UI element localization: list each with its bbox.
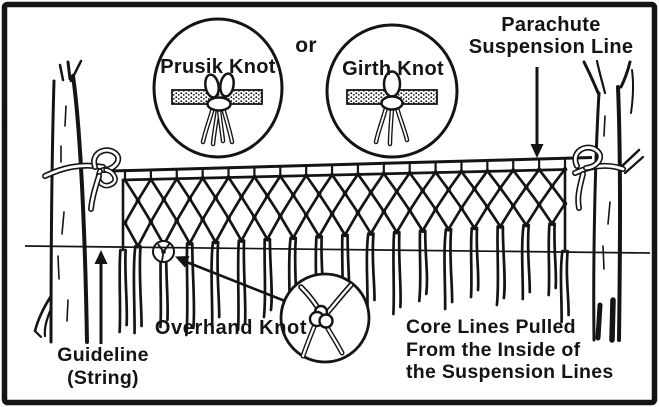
girth-knot-illustration — [373, 70, 410, 147]
girth-knot-inset — [325, 23, 459, 159]
core-lines-label-line3: the Suspension Lines — [406, 361, 614, 383]
guideline-label-line1: Guideline — [57, 344, 149, 366]
prusik-knot-inset — [152, 17, 284, 159]
prusik-knot-illustration — [200, 72, 235, 147]
net-mesh — [121, 157, 568, 253]
annotation-arrows — [94, 67, 544, 344]
core-lines-label-line1: Core Lines Pulled — [406, 316, 576, 338]
overhand-knot-illustration — [298, 282, 354, 359]
overhand-knot-marker — [152, 240, 175, 263]
overhand-knot-magnifier — [279, 272, 371, 364]
parachute-label-line2: Suspension Line — [468, 36, 634, 58]
girth-knot-label: Girth Knot — [342, 58, 444, 80]
overhand-knot-leader-arrow — [175, 256, 286, 303]
parachute-suspension-line — [111, 156, 593, 173]
guideline-arrow — [94, 250, 108, 344]
right-tree — [582, 59, 645, 343]
suspension-line-arrow — [530, 67, 544, 158]
overhand-knot-label: Overhand Knot — [154, 317, 308, 339]
core-lines-label-line2: From the Inside of — [406, 338, 581, 361]
or-label: or — [295, 34, 317, 57]
guideline-string-label: Guideline (String) — [57, 344, 149, 390]
guideline-string — [24, 245, 651, 254]
left-tree — [33, 59, 89, 344]
parachute-suspension-line-label: Parachute Suspension Line — [469, 14, 634, 58]
tie-ropes — [42, 144, 626, 212]
core-lines-label: Core Lines Pulled From the Inside of the… — [406, 316, 614, 384]
prusik-knot-label: Prusik Knot — [160, 56, 276, 78]
parachute-label-line1: Parachute — [501, 14, 601, 36]
guideline-label-line2: (String) — [67, 367, 139, 389]
